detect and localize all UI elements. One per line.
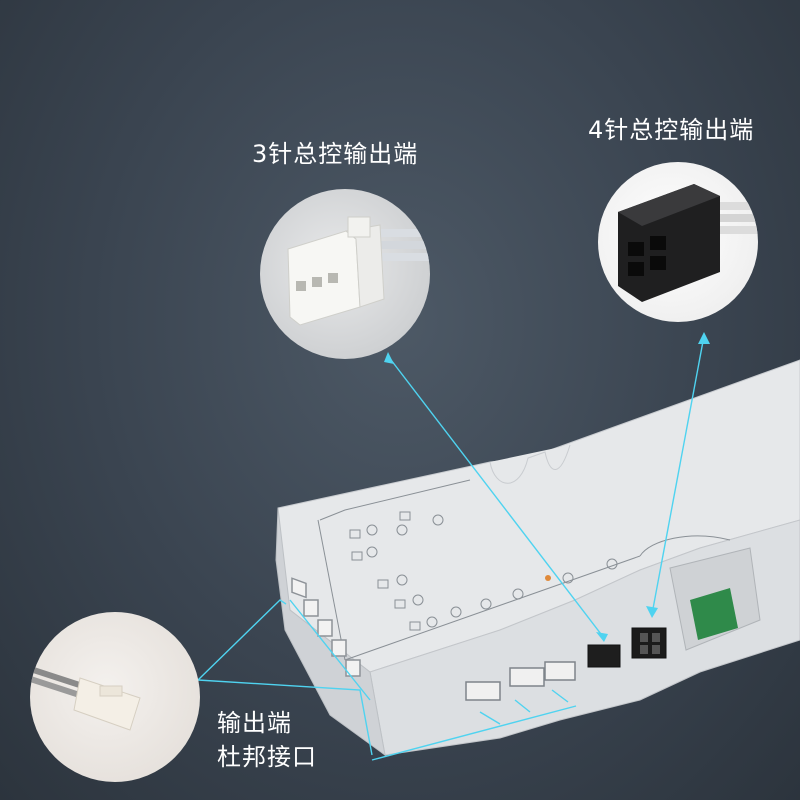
output-label-line1: 输出端 — [217, 709, 292, 737]
output-label-line2: 杜邦接口 — [217, 743, 317, 771]
three-pin-output-label: 3针总控输出端 — [252, 140, 419, 168]
three-pin-connector-inset — [260, 189, 430, 359]
four-pin-output-label: 4针总控输出端 — [588, 116, 755, 144]
callout-lines — [197, 335, 705, 761]
indicator-dot — [545, 575, 551, 581]
device-left-face — [275, 507, 386, 757]
front-4pin-port — [631, 627, 667, 659]
callout-arrowheads — [384, 332, 710, 642]
left-dupont-ports — [291, 577, 361, 677]
device-notch — [489, 444, 571, 484]
pcb-board — [690, 588, 738, 640]
front-3pin-port — [587, 644, 621, 668]
device-printed-markings — [317, 479, 731, 661]
output-dupont-label: 输出端 杜邦接口 — [217, 706, 317, 774]
four-pin-connector-inset — [598, 162, 758, 322]
front-dupont-ports — [465, 661, 576, 701]
dupont-connector-inset — [30, 612, 200, 782]
